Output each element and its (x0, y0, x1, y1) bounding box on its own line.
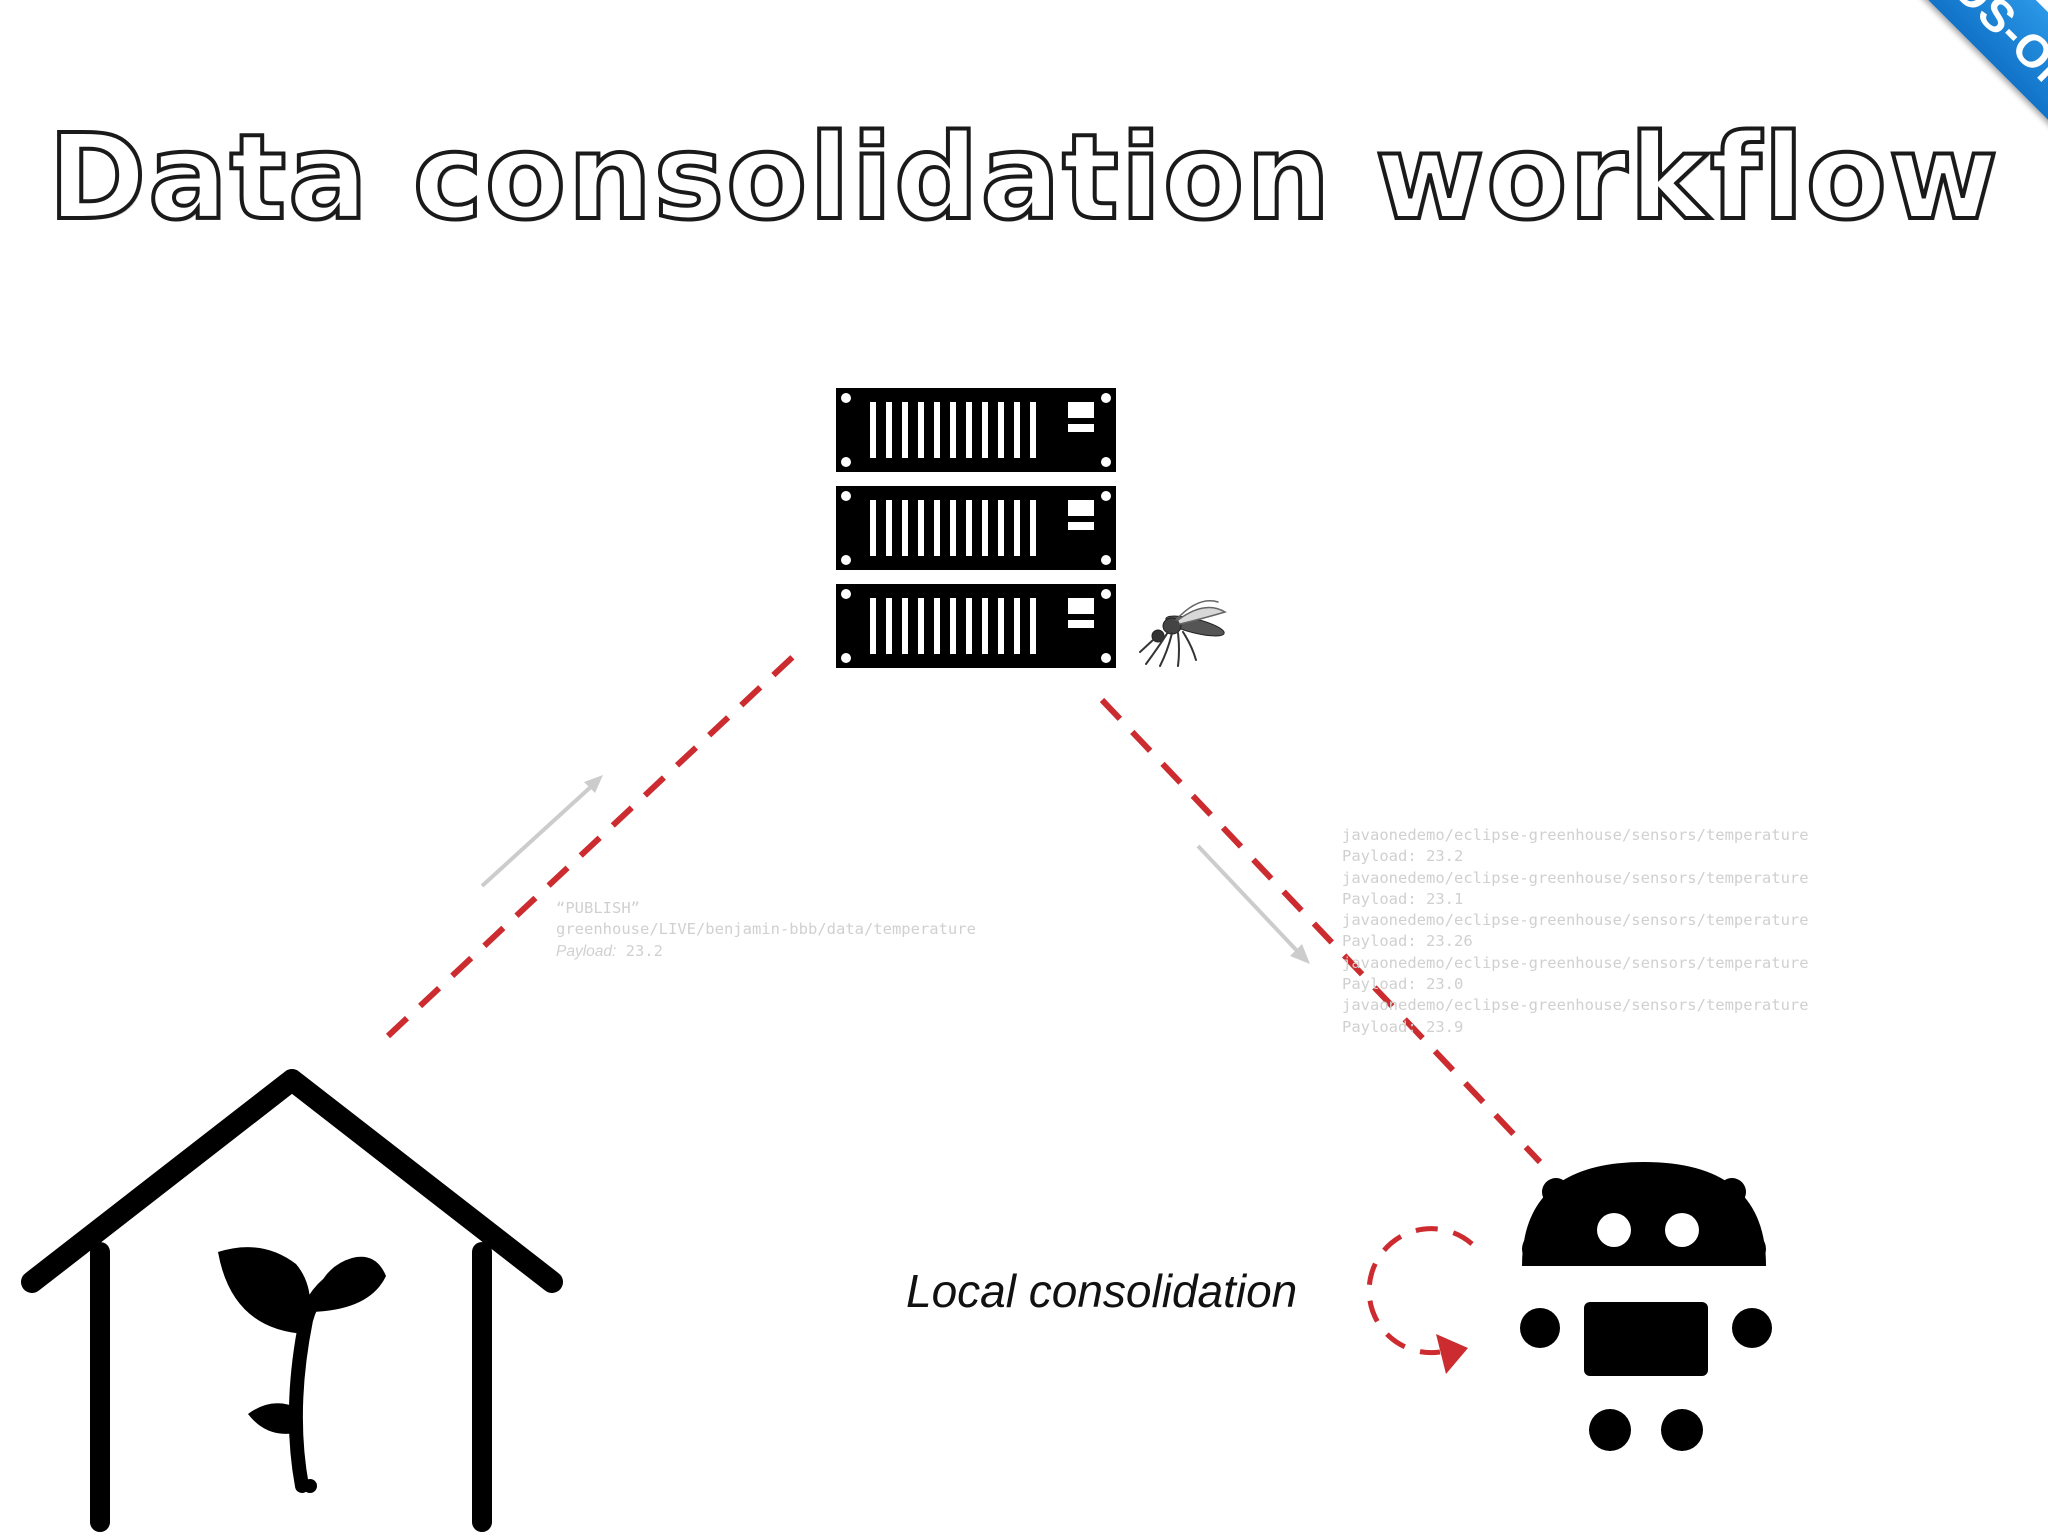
subscription-topic: javaonedemo/eclipse-greenhouse/sensors/t… (1342, 868, 1809, 887)
subscription-messages: javaonedemo/eclipse-greenhouse/sensors/t… (1342, 825, 1809, 1038)
publish-message: “PUBLISH” greenhouse/LIVE/benjamin-bbb/d… (556, 898, 976, 962)
server-unit (836, 584, 1116, 668)
subscription-topic: javaonedemo/eclipse-greenhouse/sensors/t… (1342, 826, 1809, 844)
robot-icon (1520, 1162, 1772, 1451)
server-rack-icon (836, 388, 1116, 668)
publish-topic: greenhouse/LIVE/benjamin-bbb/data/temper… (556, 920, 976, 939)
greenhouse-icon (21, 1069, 563, 1532)
publish-direction-arrow (480, 775, 603, 888)
server-unit (836, 388, 1116, 472)
server-unit (836, 486, 1116, 570)
local-consolidation-loop-arrow (1366, 1226, 1474, 1374)
subscription-topic: javaonedemo/eclipse-greenhouse/sensors/t… (1342, 953, 1809, 972)
local-consolidation-label: Local consolidation (906, 1265, 1298, 1317)
subscription-payload: Payload: 23.9 (1342, 1017, 1464, 1036)
subscription-payload: Payload: 23.2 (1342, 847, 1464, 866)
subscription-topic: javaonedemo/eclipse-greenhouse/sensors/t… (1342, 996, 1809, 1015)
publish-command: “PUBLISH” (556, 899, 640, 917)
plant-icon (218, 1247, 386, 1493)
subscription-topic: javaonedemo/eclipse-greenhouse/sensors/t… (1342, 911, 1809, 930)
subscribe-direction-arrow (1196, 844, 1310, 964)
publish-payload-value: 23.2 (625, 941, 663, 960)
mosquito-icon (1139, 600, 1227, 667)
publish-connection-line (385, 649, 801, 1039)
subscribe-connection-line (1099, 697, 1543, 1165)
slide-title: Data consolidation workflow (46, 108, 2000, 246)
subscription-payload: Payload: 23.26 (1342, 932, 1473, 951)
subscription-payload: Payload: 23.0 (1342, 975, 1464, 994)
publish-payload-label: Payload: (556, 942, 617, 960)
subscription-payload: Payload: 23.1 (1342, 889, 1464, 908)
